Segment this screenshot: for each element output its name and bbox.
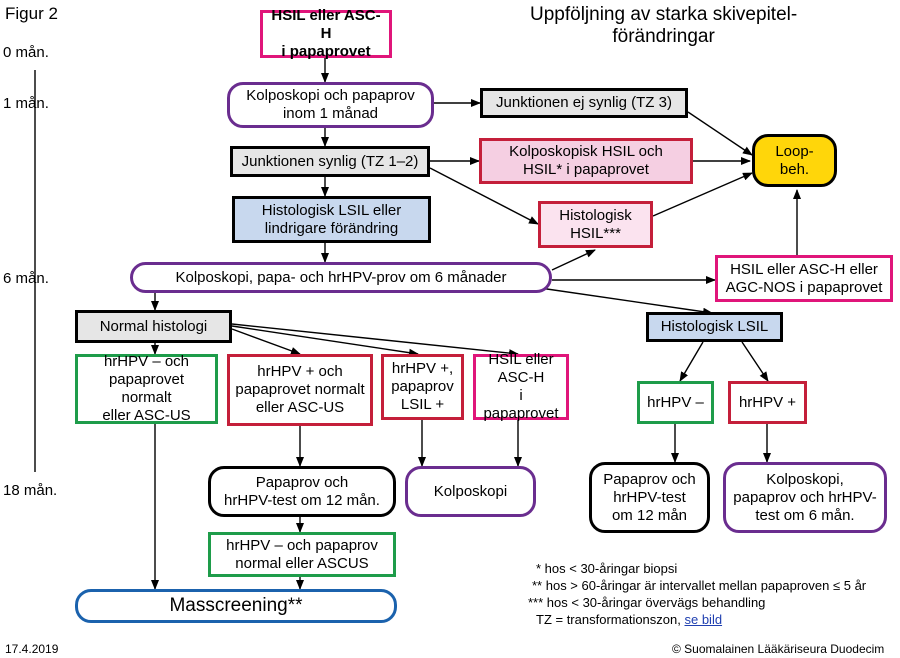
node-colposcopic-hsil: Kolposkopisk HSIL och HSIL* i papaprovet — [479, 138, 693, 184]
node-histological-hsil: Histologisk HSIL*** — [538, 201, 653, 248]
footnote-2: ** hos > 60-åringar är intervallet mella… — [532, 578, 867, 593]
node-hpv-neg: hrHPV – — [637, 381, 714, 424]
edge-tz3-loop — [687, 111, 753, 156]
timeline-6: 6 mån. — [3, 270, 49, 287]
node-pap-12-months-b: Papaprov och hrHPV-test om 12 mån — [589, 462, 710, 533]
timeline-1: 1 mån. — [3, 95, 49, 112]
node-colposcopy-6-months-b: Kolposkopi, papaprov och hrHPV- test om … — [723, 462, 887, 533]
copyright: © Suomalainen Lääkäriseura Duodecim — [672, 642, 885, 656]
node-hsil-asch: HSIL eller ASC-H i papaprovet — [473, 351, 569, 422]
node-hpv-pos-normal: hrHPV + och papaprovet normalt eller ASC… — [227, 354, 373, 426]
node-histological-lsil-2: Histologisk LSIL — [646, 312, 783, 342]
node-colposcopy-6-months: Kolposkopi, papa- och hrHPV-prov om 6 må… — [130, 262, 552, 293]
tz-note: TZ = transformationszon, se bild — [536, 611, 722, 628]
tz-note-text: TZ = transformationszon, — [536, 612, 685, 627]
edge-tz12-histhsil — [429, 167, 539, 225]
footnote-1: * hos < 30-åringar biopsi — [536, 561, 678, 576]
edge-histhsil-loop — [652, 172, 753, 217]
timeline-0: 0 mån. — [3, 44, 49, 61]
node-normal-histology: Normal histologi — [75, 310, 232, 343]
edge-normal-posnormal — [231, 328, 301, 355]
node-hpv-pos-lsil: hrHPV +, papaprov LSIL + — [381, 354, 464, 420]
node-colposcopy: Kolposkopi — [405, 466, 536, 517]
edge-normal-poslsil — [231, 325, 419, 357]
edge-histlsil-hpvpos — [741, 341, 769, 382]
node-histological-lsil: Histologisk LSIL eller lindrigare föränd… — [232, 196, 431, 243]
node-tz3: Junktionen ej synlig (TZ 3) — [480, 88, 688, 118]
node-hpv-neg-normal: hrHPV – och papaprovet normalt eller ASC… — [75, 353, 218, 424]
node-start: HSIL eller ASC-H i papaprovet — [260, 7, 392, 60]
node-pap-12-months: Papaprov och hrHPV-test om 12 mån. — [208, 466, 396, 517]
edge-colpo6-histhsil — [551, 249, 596, 271]
node-hpv-pos: hrHPV + — [728, 381, 807, 424]
edge-colpo6-histlsil — [539, 287, 713, 316]
node-hsil-agc: HSIL eller ASC-H eller AGC-NOS i papapro… — [715, 255, 893, 302]
figure-label: Figur 2 — [5, 4, 58, 23]
node-colposcopy-1-month: Kolposkopi och papaprov inom 1 månad — [227, 82, 434, 128]
node-hpv-neg-ascus: hrHPV – och papaprov normal eller ASCUS — [208, 532, 396, 577]
node-loop: Loop- beh. — [752, 134, 837, 187]
node-mass-screening: Masscreening** — [75, 589, 397, 623]
node-tz12: Junktionen synlig (TZ 1–2) — [230, 146, 430, 177]
diagram-title: Uppföljning av starka skivepitel- föränd… — [530, 4, 798, 47]
see-image-link[interactable]: se bild — [684, 612, 723, 627]
edge-histlsil-hpvneg — [679, 341, 704, 382]
timeline-18: 18 mån. — [3, 482, 58, 499]
date: 17.4.2019 — [5, 642, 59, 656]
footnote-3: *** hos < 30-åringar övervägs behandling — [528, 595, 766, 610]
edge-normal-hsilasch — [231, 323, 519, 358]
